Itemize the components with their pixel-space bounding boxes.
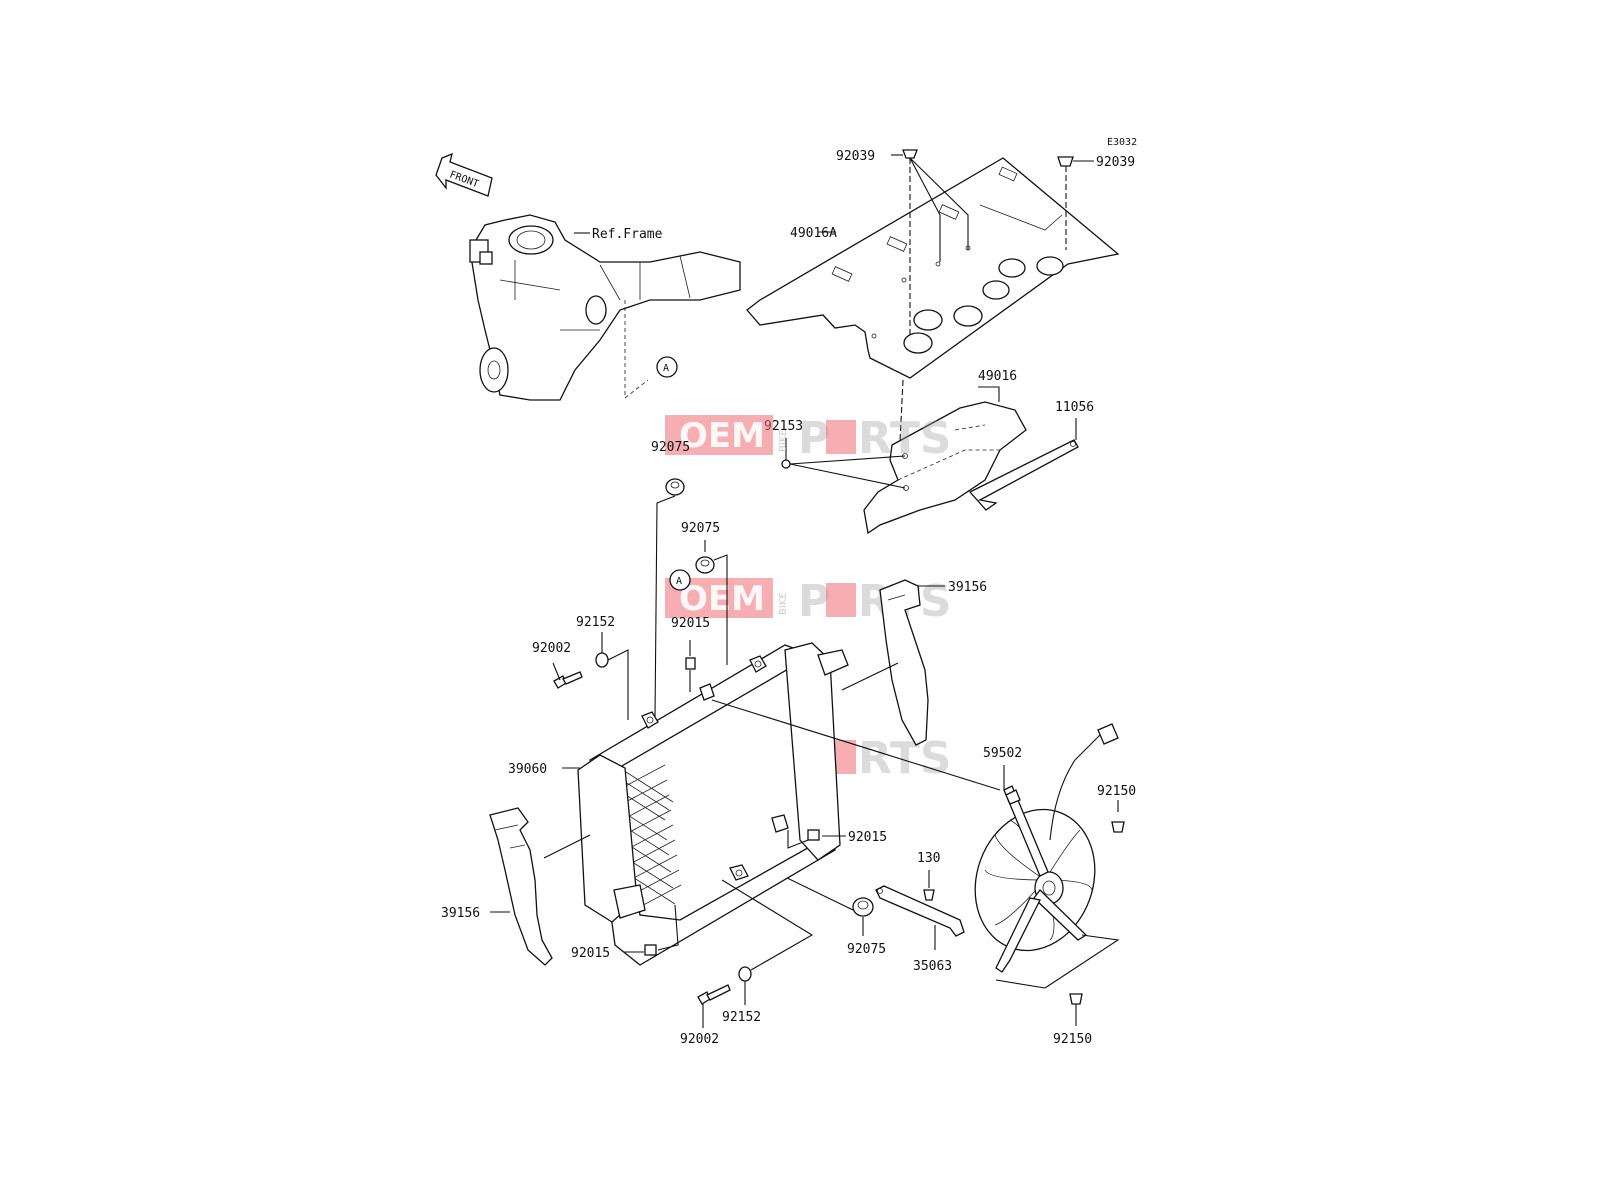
svg-text:P: P bbox=[798, 413, 830, 464]
grommet-92075-top: 92075 bbox=[651, 440, 690, 719]
undercover-plate: 49016A bbox=[746, 157, 1120, 379]
label-92015-c: 92015 bbox=[571, 946, 610, 961]
svg-text:P: P bbox=[798, 576, 830, 627]
bolt-92150-upper: 92150 bbox=[1097, 784, 1136, 833]
cooling-fan: 59502 bbox=[711, 699, 1119, 973]
label-35063: 35063 bbox=[913, 959, 952, 974]
bolt-92150-lower: 92150 bbox=[995, 934, 1120, 1047]
label-11056: 11056 bbox=[1055, 400, 1094, 415]
label-92150-b: 92150 bbox=[1053, 1032, 1092, 1047]
svg-text:BIKE: BIKE bbox=[778, 592, 789, 615]
front-arrow: FRONT bbox=[435, 152, 493, 197]
label-92039-left: 92039 bbox=[836, 149, 875, 164]
diagram-code: E3032 bbox=[1107, 137, 1137, 148]
label-92150-a: 92150 bbox=[1097, 784, 1136, 799]
clip-92015-top: 92015 bbox=[671, 616, 710, 692]
label-49016: 49016 bbox=[978, 369, 1017, 384]
label-49016A: 49016A bbox=[790, 226, 837, 241]
svg-text:OEM: OEM bbox=[679, 416, 765, 456]
label-59502: 59502 bbox=[983, 746, 1022, 761]
clip-92015-bottom: 92015 bbox=[571, 904, 679, 961]
label-92039-right: 92039 bbox=[1096, 155, 1135, 170]
label-92015-a: 92015 bbox=[671, 616, 710, 631]
shroud-39156-right: 39156 bbox=[841, 579, 987, 746]
label-92002-a: 92002 bbox=[532, 641, 571, 656]
bolt-92002-bottom: 92002 bbox=[680, 984, 731, 1047]
svg-text:OEM: OEM bbox=[679, 579, 765, 619]
label-39156-left: 39156 bbox=[441, 906, 480, 921]
radiator: 39060 bbox=[508, 642, 849, 966]
circle-a-radiator: A bbox=[669, 569, 691, 591]
ref-frame-label: Ref.Frame bbox=[592, 227, 663, 242]
label-39156-right: 39156 bbox=[948, 580, 987, 595]
svg-text:RTS: RTS bbox=[858, 413, 952, 464]
frame-reference: Ref.Frame A bbox=[469, 214, 741, 401]
undercover-bracket: 49016 bbox=[863, 369, 1027, 535]
bracket-35063: 35063 bbox=[875, 885, 965, 974]
label-92153: 92153 bbox=[764, 419, 803, 434]
svg-text:A: A bbox=[676, 576, 682, 587]
shroud-39156-left: 39156 bbox=[441, 807, 591, 966]
bolt-92039-left: 92039 bbox=[836, 149, 969, 338]
label-130: 130 bbox=[917, 851, 940, 866]
bolt-130: 130 bbox=[917, 851, 940, 901]
bolt-92002-top: 92002 bbox=[532, 641, 583, 689]
label-92152-b: 92152 bbox=[722, 1010, 761, 1025]
label-92002-b: 92002 bbox=[680, 1032, 719, 1047]
label-39060: 39060 bbox=[508, 762, 547, 777]
bolt-92039-right: 92039 bbox=[1057, 155, 1135, 250]
label-92015-b: 92015 bbox=[848, 830, 887, 845]
grommet-92075-mid: 92075 bbox=[681, 521, 728, 665]
collar-92152-top: 92152 bbox=[576, 615, 629, 720]
label-92075-a: 92075 bbox=[651, 440, 690, 455]
circle-a-top bbox=[656, 356, 678, 378]
bolt-92153: 92153 bbox=[764, 419, 906, 489]
bracket-11056: 11056 bbox=[968, 400, 1094, 511]
svg-text:BIKE: BIKE bbox=[778, 429, 789, 452]
svg-text:A: A bbox=[663, 363, 669, 374]
label-92152-a: 92152 bbox=[576, 615, 615, 630]
svg-text:RTS: RTS bbox=[858, 733, 952, 784]
clip-92015-right: 92015 bbox=[787, 829, 887, 849]
label-92075-b: 92075 bbox=[681, 521, 720, 536]
collar-92152-bottom: 92152 bbox=[721, 879, 814, 1025]
label-92075-c: 92075 bbox=[847, 942, 886, 957]
